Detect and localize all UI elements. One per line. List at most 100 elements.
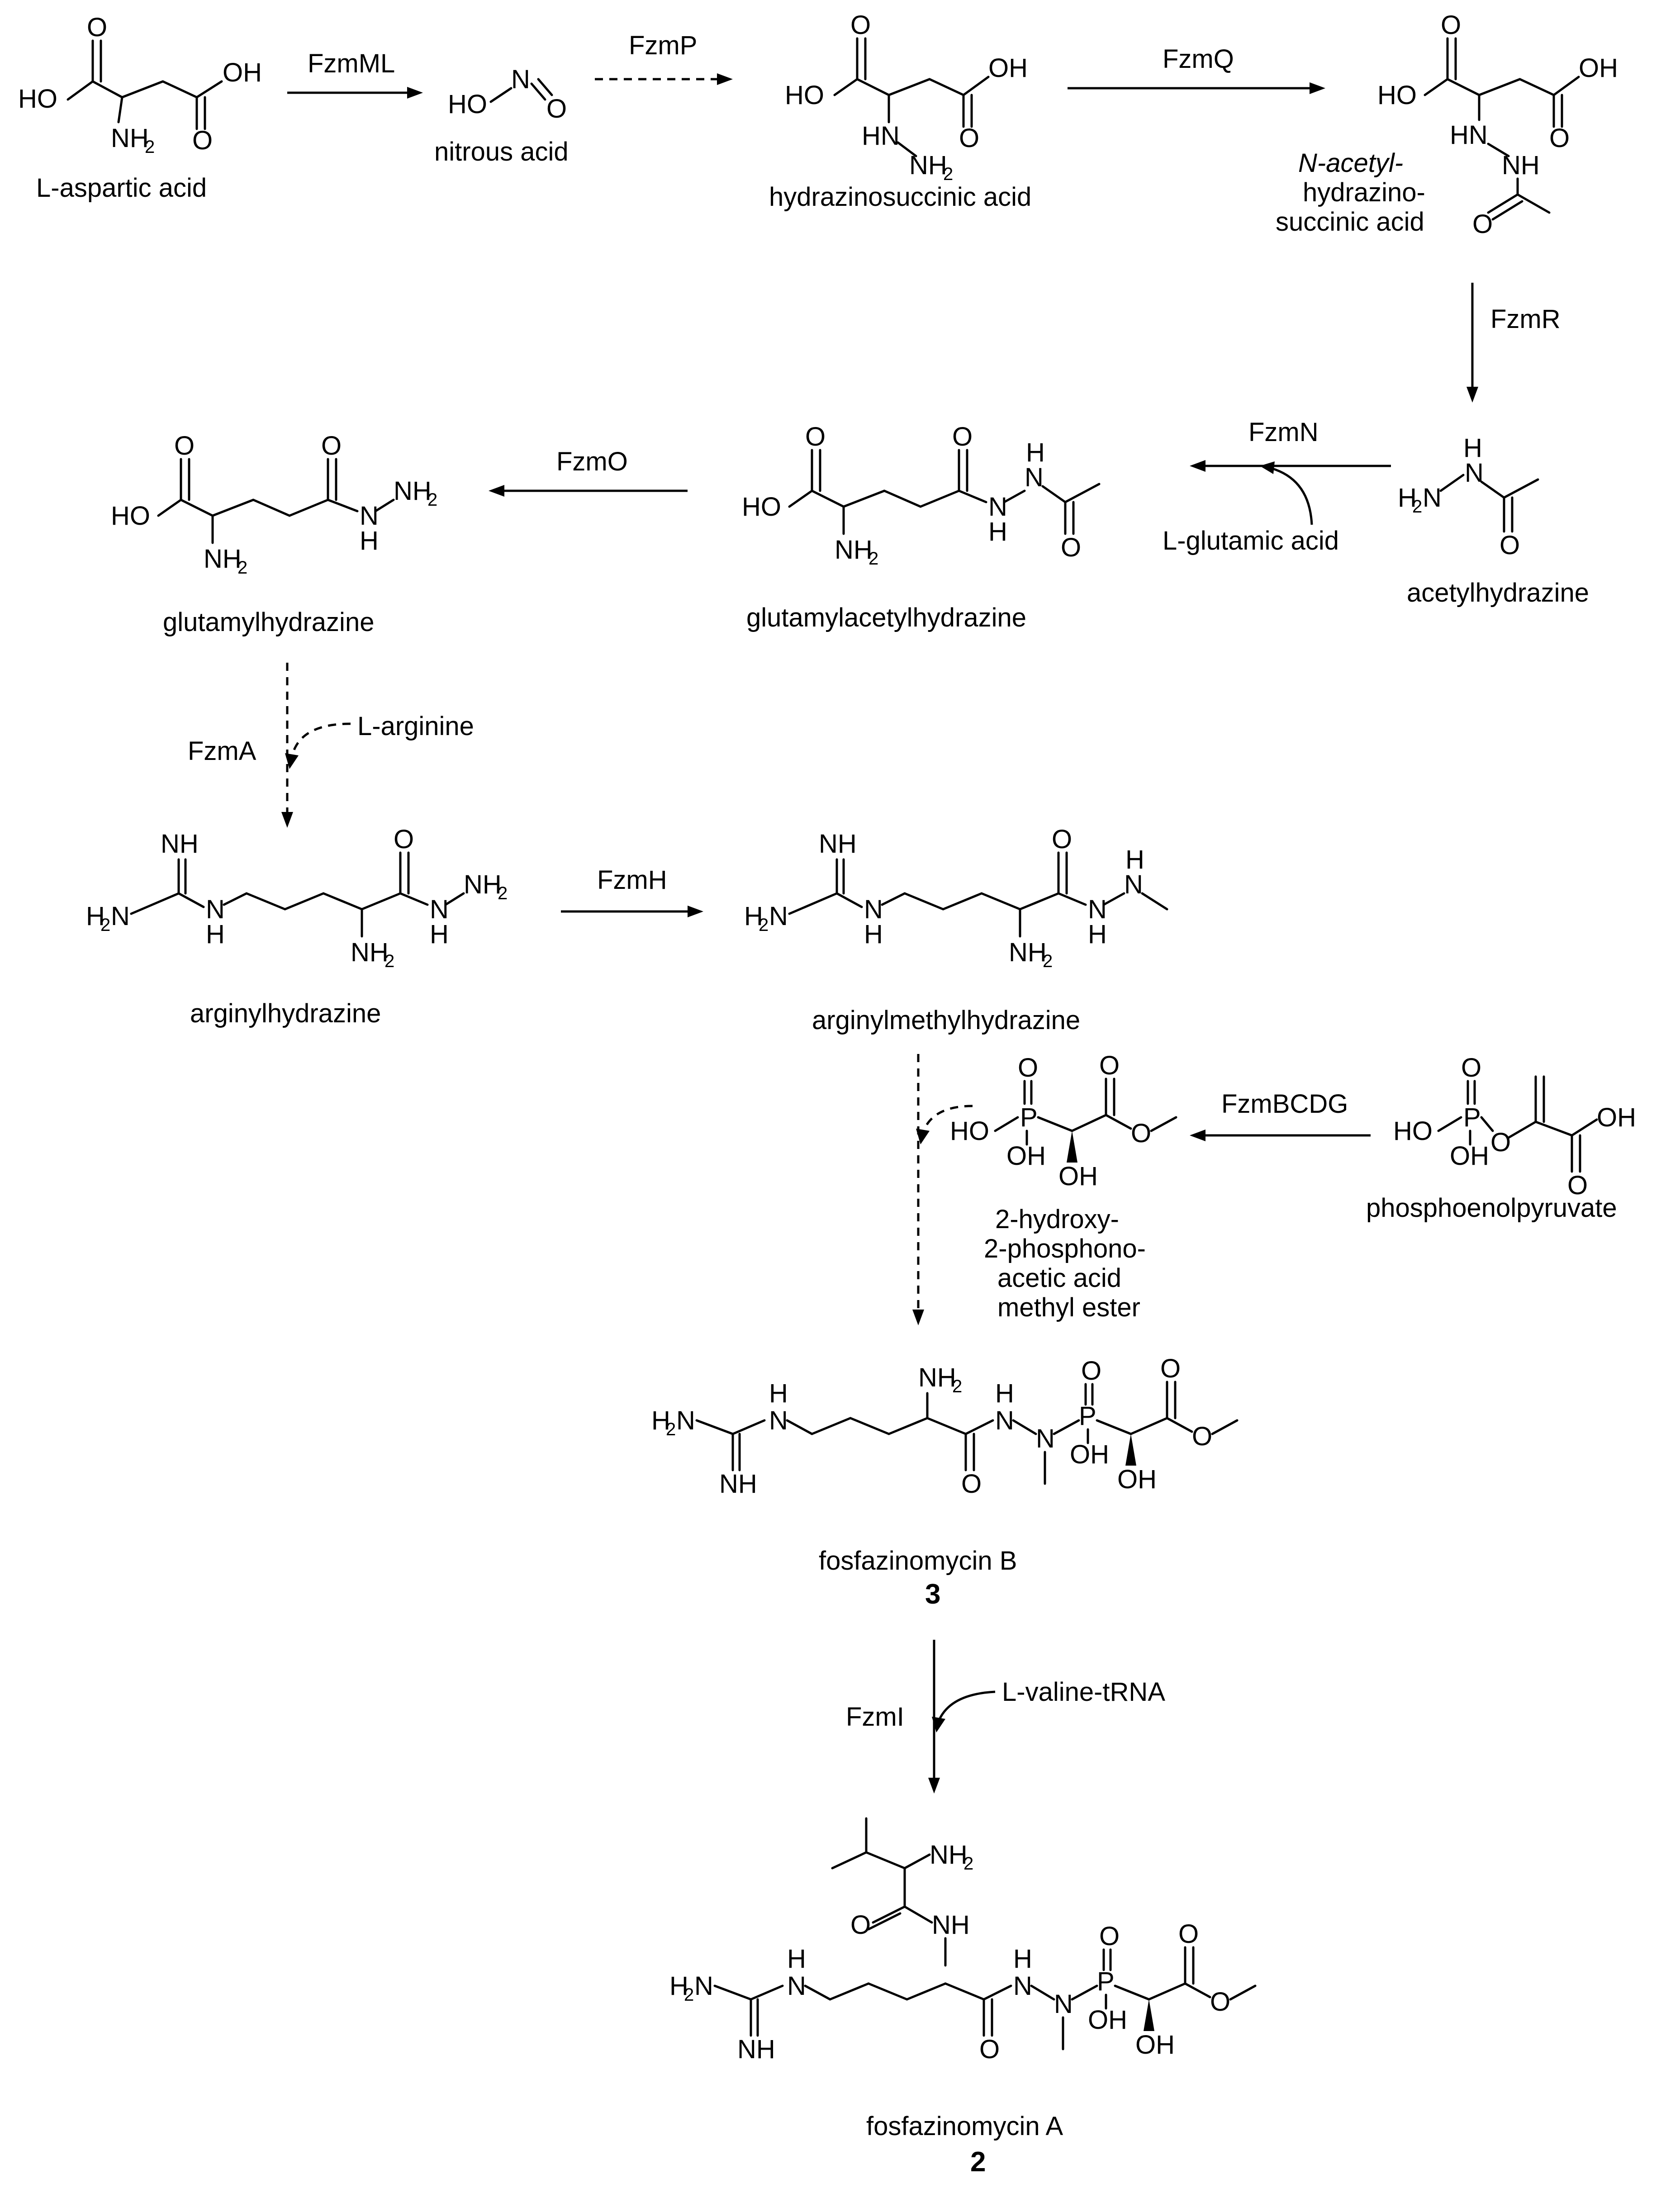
enzyme-fzmH: FzmH (597, 865, 667, 895)
svg-text:HO: HO (18, 84, 57, 114)
svg-text:N: N (1088, 895, 1107, 924)
acetylhydrazine-structure: H 2 N H N O (1398, 433, 1539, 560)
svg-text:O: O (1160, 1354, 1181, 1383)
svg-text:NH: NH (719, 1469, 757, 1499)
acetylhydrazinosuccinic-label-2: hydrazino- (1303, 178, 1425, 207)
svg-text:HO: HO (1377, 81, 1417, 110)
enzyme-fzmI: FzmI (846, 1702, 904, 1732)
aspartic-label: L-aspartic acid (36, 173, 207, 203)
svg-text:H: H (1013, 1944, 1032, 1974)
fosA-structure: NH 2 O NH H 2 N NH H N O H N N P (669, 1817, 1257, 2064)
svg-text:HN: HN (862, 121, 900, 151)
svg-text:H: H (988, 517, 1007, 546)
fosB-number: 3 (925, 1579, 940, 1610)
svg-text:N: N (694, 1971, 713, 2001)
svg-text:N: N (769, 902, 788, 931)
svg-text:NH: NH (394, 476, 432, 506)
enzyme-fzmA: FzmA (188, 736, 256, 766)
svg-text:O: O (192, 126, 213, 155)
svg-text:HO: HO (1393, 1116, 1433, 1146)
svg-text:OH: OH (1579, 53, 1618, 83)
svg-text:O: O (1472, 209, 1493, 239)
acetylhydrazinosuccinic-label-3: succinic acid (1276, 207, 1424, 237)
svg-text:O: O (1061, 533, 1081, 562)
svg-text:NH: NH (930, 1840, 968, 1870)
svg-text:NH: NH (161, 829, 199, 859)
svg-text:2: 2 (145, 137, 155, 157)
svg-text:H: H (651, 1406, 670, 1435)
svg-text:OH: OH (223, 58, 262, 87)
svg-text:2: 2 (427, 490, 437, 510)
nitrous-label: nitrous acid (434, 137, 569, 166)
svg-text:H: H (744, 902, 763, 931)
svg-text:O: O (1018, 1053, 1038, 1082)
svg-text:2: 2 (963, 1854, 973, 1874)
svg-text:OH: OH (1135, 2030, 1175, 2060)
hydrazinosuccinic-structure: HO O HN NH 2 O OH (785, 10, 1028, 184)
svg-text:NH: NH (819, 829, 857, 859)
svg-text:NH: NH (909, 151, 947, 180)
svg-text:O: O (1081, 1356, 1101, 1386)
svg-text:N: N (787, 1971, 806, 2001)
aspartic-acid-structure: HO O NH 2 O OH (18, 13, 262, 157)
svg-text:N: N (1013, 1971, 1032, 2001)
svg-text:2: 2 (868, 549, 878, 569)
glutamylacetylhydrazine-structure: HO O NH 2 O N H N H O (742, 422, 1101, 569)
svg-text:NH: NH (1009, 938, 1047, 967)
svg-text:O: O (1441, 10, 1461, 40)
svg-text:H: H (995, 1379, 1014, 1408)
hpaa-label-1: 2-hydroxy- (995, 1205, 1119, 1234)
svg-text:OH: OH (1117, 1465, 1157, 1494)
svg-text:O: O (1567, 1171, 1588, 1200)
svg-text:P: P (1097, 1967, 1115, 1996)
svg-text:N: N (769, 1406, 788, 1435)
svg-text:O: O (1192, 1422, 1212, 1451)
svg-text:N: N (988, 492, 1007, 522)
fosB-label: fosfazinomycin B (819, 1546, 1017, 1576)
pep-label: phosphoenolpyruvate (1366, 1193, 1617, 1223)
svg-text:H: H (669, 1971, 688, 2001)
svg-text:O: O (1052, 825, 1072, 854)
acetylhydrazinosuccinic-label-1: N-acetyl- (1298, 148, 1403, 178)
svg-text:O: O (850, 10, 871, 40)
svg-text:O: O (87, 13, 107, 42)
arginylhydrazine-label: arginylhydrazine (190, 999, 381, 1028)
acetylhydrazine-label: acetylhydrazine (1407, 578, 1589, 608)
svg-text:O: O (979, 2035, 1000, 2064)
svg-text:NH: NH (737, 2035, 775, 2064)
svg-text:N: N (511, 65, 530, 94)
svg-text:O: O (1131, 1119, 1151, 1148)
svg-text:OH: OH (1058, 1162, 1098, 1191)
svg-text:P: P (1020, 1103, 1038, 1132)
svg-text:2: 2 (666, 1419, 676, 1439)
hydrazinosuccinic-label: hydrazinosuccinic acid (769, 182, 1031, 212)
svg-text:N: N (1036, 1424, 1055, 1453)
svg-text:O: O (1490, 1128, 1511, 1157)
svg-text:O: O (959, 123, 979, 153)
svg-text:OH: OH (1088, 2005, 1127, 2035)
svg-text:O: O (961, 1469, 982, 1499)
svg-text:N: N (676, 1406, 695, 1435)
svg-text:NH: NH (351, 938, 389, 967)
svg-text:HO: HO (742, 492, 781, 522)
valine-trna-label: L-valine-tRNA (1002, 1677, 1165, 1707)
svg-text:N: N (1423, 483, 1442, 513)
svg-text:OH: OH (1597, 1103, 1636, 1132)
fosB-structure: H 2 N NH H N NH 2 O H N N P O OH OH (651, 1354, 1239, 1499)
svg-text:OH: OH (988, 53, 1028, 83)
svg-text:N: N (1054, 1989, 1073, 2019)
svg-text:P: P (1079, 1401, 1096, 1431)
svg-text:HN: HN (1450, 120, 1488, 150)
svg-text:NH: NH (111, 123, 149, 153)
svg-text:N: N (430, 895, 449, 924)
svg-text:O: O (805, 422, 826, 451)
enzyme-fzmR: FzmR (1490, 304, 1561, 334)
svg-text:2: 2 (759, 915, 769, 935)
svg-text:2: 2 (237, 558, 247, 578)
svg-text:O: O (174, 431, 195, 460)
pep-structure: O HO P OH O O OH (1393, 1053, 1636, 1200)
svg-text:2: 2 (384, 951, 394, 971)
svg-text:P: P (1463, 1103, 1481, 1132)
svg-text:N: N (360, 501, 379, 531)
